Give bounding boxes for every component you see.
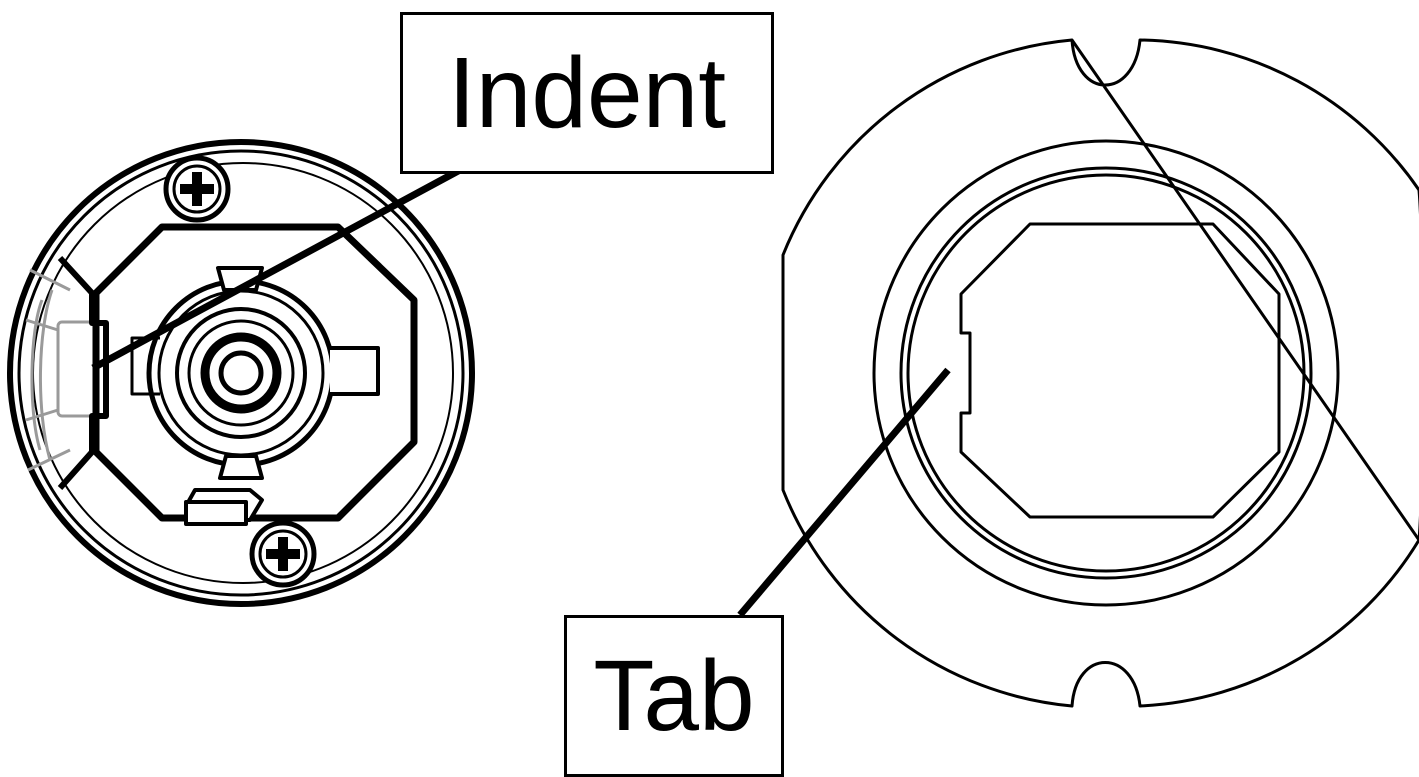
mounting-ring-middle-circle bbox=[899, 166, 1313, 580]
housing-outer-ring bbox=[7, 139, 475, 607]
mounting-ring-inner-circle bbox=[906, 173, 1306, 573]
bottom-clip-tab bbox=[184, 500, 248, 526]
cylinder-keyway-center bbox=[218, 350, 264, 396]
collar-bottom-notch bbox=[218, 454, 264, 480]
octagonal-mount-plate bbox=[92, 223, 418, 522]
lock-cylinder-housing bbox=[7, 139, 475, 607]
cylinder-plug-ring bbox=[175, 307, 307, 439]
bottom-screw-icon bbox=[249, 520, 317, 588]
collar-right-lug bbox=[330, 346, 380, 396]
mounting-ring bbox=[781, 38, 1419, 708]
cylinder-keyway-ring bbox=[200, 332, 282, 414]
tab-callout-label: Tab bbox=[564, 615, 784, 777]
octagonal-opening bbox=[959, 222, 1281, 519]
tab-leader-line bbox=[737, 367, 951, 618]
indent-leader-line bbox=[91, 166, 462, 372]
mounting-ring-outer-contour bbox=[781, 38, 1419, 708]
top-screw-icon bbox=[163, 155, 231, 223]
indent-callout-label: Indent bbox=[400, 12, 774, 174]
housing-inner-ring bbox=[17, 149, 465, 597]
side-bracket bbox=[57, 255, 109, 490]
mounting-ring-outer-circle bbox=[872, 139, 1340, 607]
side-latch-detail bbox=[25, 268, 108, 472]
cylinder-plug-core bbox=[187, 319, 295, 427]
